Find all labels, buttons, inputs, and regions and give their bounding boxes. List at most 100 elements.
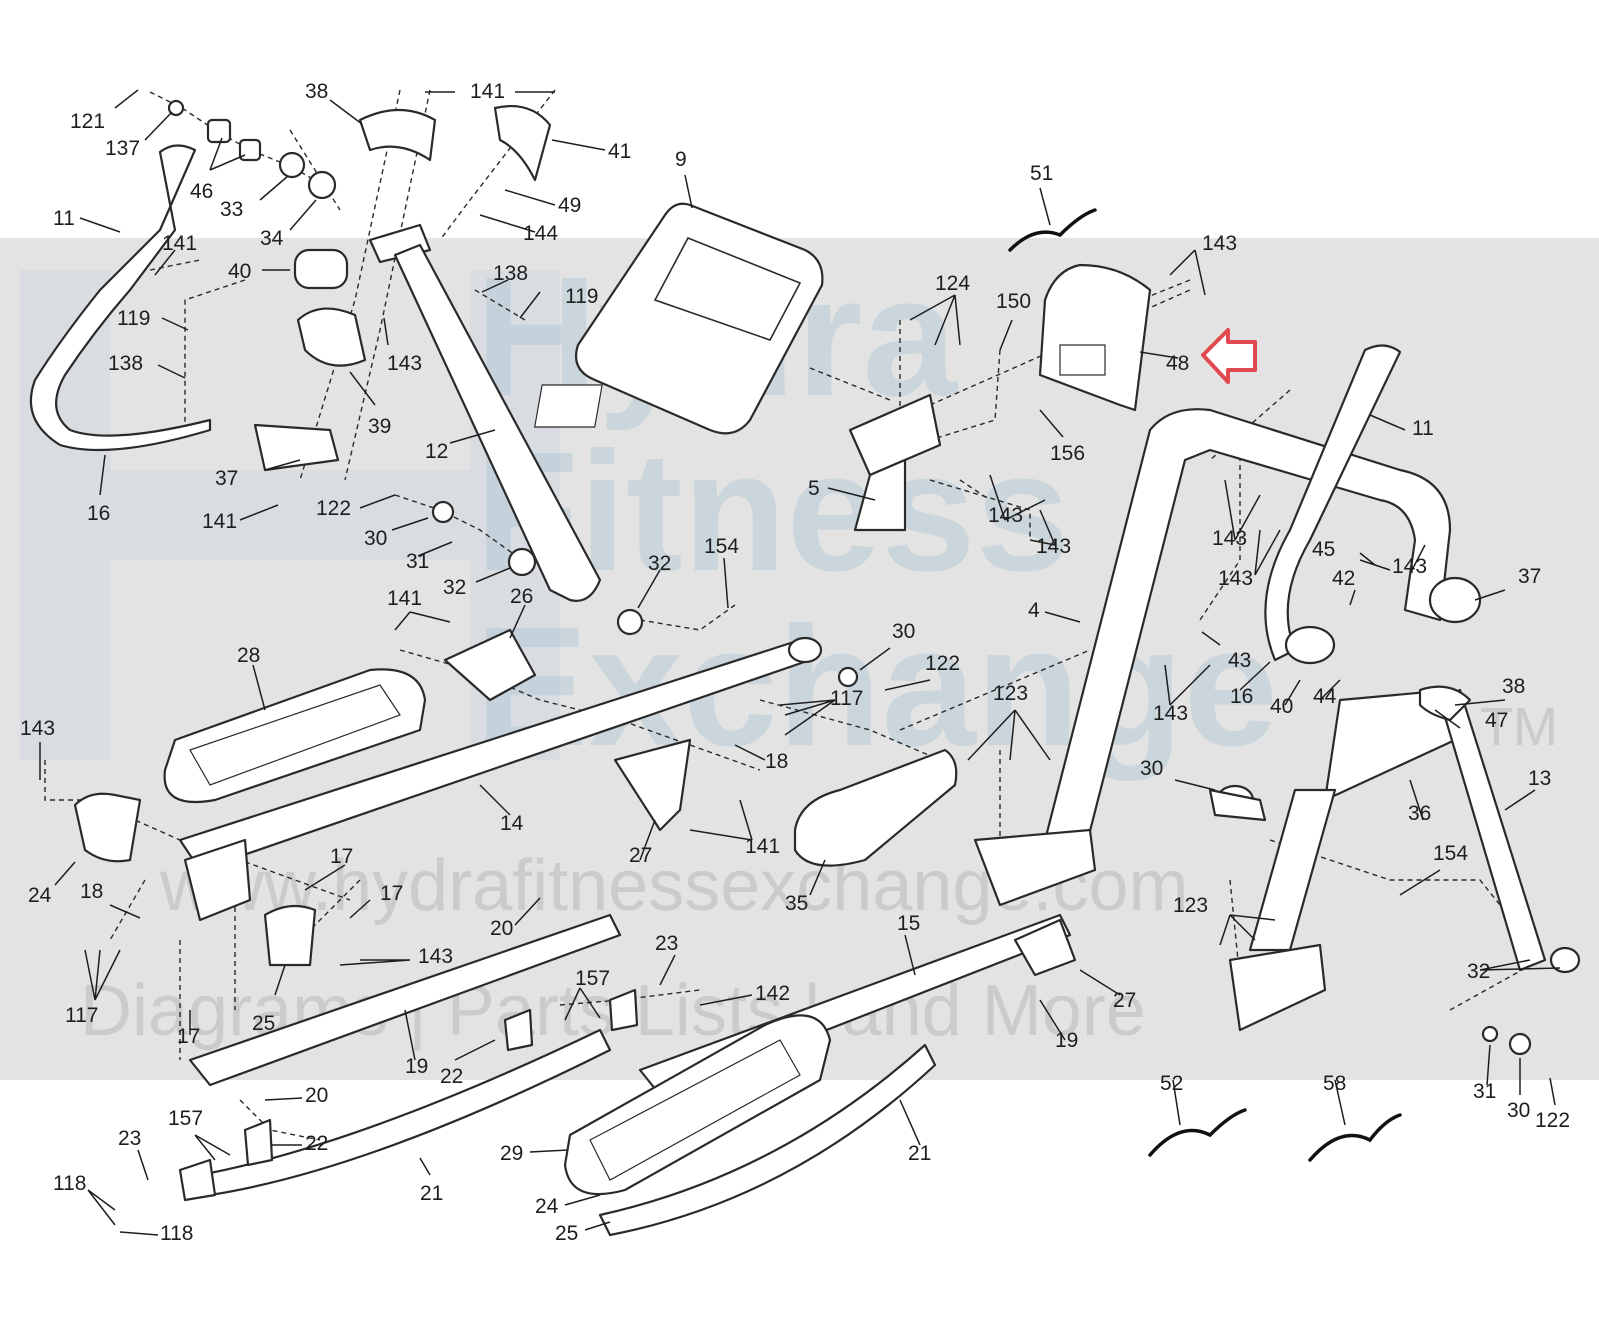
washer-30 [1508,1032,1532,1056]
watermark-trademark: TM [1480,697,1558,757]
part-label-5: 5 [808,477,820,500]
part-label-16: 16 [87,502,110,525]
part-label-33: 33 [220,198,243,221]
housing-39 [296,307,367,367]
guard-26 [443,628,537,702]
part-label-118: 118 [160,1222,193,1245]
part-label-19: 19 [405,1055,428,1078]
part-label-40: 40 [1270,695,1293,718]
part-label-12: 12 [425,440,448,463]
bearing-34 [307,170,337,200]
part-label-141: 141 [202,510,237,533]
part-label-39: 39 [368,415,391,438]
part-label-143: 143 [1202,232,1237,255]
part-label-119: 119 [565,285,598,308]
part-label-13: 13 [1528,767,1551,790]
guard-27-right [1013,918,1077,977]
part-label-32: 32 [648,552,671,575]
part-label-58: 58 [1323,1072,1346,1095]
part-label-150: 150 [996,290,1031,313]
pedal-arm-pivot [787,636,823,664]
part-label-154: 154 [1433,842,1468,865]
part-label-25: 25 [252,1012,275,1035]
part-label-18: 18 [765,750,788,773]
part-label-117: 117 [65,1004,98,1027]
part-label-17: 17 [177,1025,200,1048]
part-label-32: 32 [443,576,466,599]
part-label-138: 138 [493,262,528,285]
console-9 [574,202,824,435]
part-label-157: 157 [168,1107,203,1130]
washer-30b [431,500,455,524]
part-label-16: 16 [1230,685,1253,708]
housing-37-left [253,423,340,472]
part-label-141: 141 [387,587,422,610]
pulley-32b [616,608,644,636]
shroud-38 [358,108,437,162]
cable-51 [1008,208,1097,252]
bracket-22-mid [503,1008,534,1052]
cable-58 [1308,1113,1402,1162]
part-label-30: 30 [1140,757,1163,780]
part-label-27: 27 [629,844,652,867]
upper-arm-12 [393,243,602,602]
pulley-32 [507,547,537,577]
part-label-30: 30 [1507,1099,1530,1122]
part-label-143: 143 [1392,555,1427,578]
part-label-138: 138 [108,352,143,375]
guard-27-left [613,738,692,832]
cover-24-left [73,792,142,863]
part-label-121: 121 [70,110,105,133]
highlight-arrow [1201,328,1257,384]
part-label-142: 142 [755,982,790,1005]
part-label-19: 19 [1055,1029,1078,1052]
part-label-122: 122 [925,652,960,675]
part-label-143: 143 [988,504,1023,527]
washer-137 [167,99,185,117]
handlebar-cap-40 [1284,625,1336,665]
part-label-38: 38 [1502,675,1525,698]
part-label-122: 122 [1535,1109,1570,1132]
part-label-18: 18 [80,880,103,903]
part-label-143: 143 [1153,702,1188,725]
part-label-143: 143 [1218,567,1253,590]
part-label-23: 23 [118,1127,141,1150]
part-label-51: 51 [1030,162,1053,185]
part-label-143: 143 [1212,527,1247,550]
part-label-157: 157 [575,967,610,990]
part-label-30: 30 [364,527,387,550]
part-label-24: 24 [28,884,52,907]
part-label-22: 22 [440,1065,463,1088]
part-label-21: 21 [908,1142,931,1165]
part-label-40: 40 [228,260,251,283]
part-label-25: 25 [555,1222,578,1245]
part-label-31: 31 [406,550,429,573]
part-label-31: 31 [1473,1080,1496,1103]
part-label-30: 30 [892,620,915,643]
part-label-144: 144 [523,222,558,245]
part-label-32: 32 [1467,960,1490,983]
shroud-41 [493,104,552,182]
leader-lines [39,89,1561,1236]
part-label-15: 15 [897,912,920,935]
part-label-36: 36 [1408,802,1431,825]
part-label-9: 9 [675,148,687,171]
bushing-46 [206,118,232,144]
bracket-23-mid [608,988,639,1032]
part-label-143: 143 [20,717,55,740]
part-label-22: 22 [305,1132,328,1155]
part-label-143: 143 [387,352,422,375]
part-label-119: 119 [117,307,150,330]
right-handlebar [1264,344,1402,662]
rail-21-right [598,1043,937,1237]
part-label-122: 122 [316,497,351,520]
part-label-143: 143 [1036,535,1071,558]
main-frame-4 [1038,408,1452,872]
rail-21-left [198,1028,612,1197]
part-label-141: 141 [745,835,780,858]
washer-30c [837,666,859,688]
part-labels: 121 137 46 33 34 38 141 41 49 144 9 51 1… [20,80,1570,1245]
bushing-46b [238,138,262,162]
